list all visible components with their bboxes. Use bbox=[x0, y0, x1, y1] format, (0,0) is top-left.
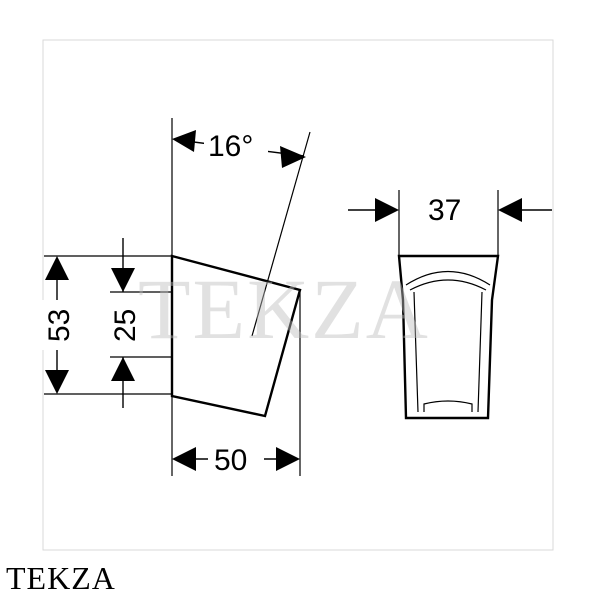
angle-arrow-right bbox=[280, 146, 306, 168]
inner-height-label-bg bbox=[108, 298, 138, 350]
inner-height-label: 25 bbox=[109, 309, 142, 342]
drawing-frame bbox=[42, 39, 554, 551]
angle-reference-line bbox=[251, 131, 311, 337]
angle-arrow-left bbox=[172, 130, 196, 152]
width-arrow-left bbox=[375, 198, 399, 222]
depth-arrow-left bbox=[172, 447, 196, 471]
height-arrow-top bbox=[45, 256, 69, 280]
inner-height-arrow-bottom bbox=[111, 357, 135, 381]
brand-label: TEKZA bbox=[6, 560, 116, 596]
front-view-bottom-opening bbox=[423, 400, 473, 412]
depth-label: 50 bbox=[214, 444, 247, 477]
front-view-inner-bore bbox=[405, 270, 491, 413]
depth-arrow-right bbox=[276, 447, 300, 471]
watermark: TEKZA bbox=[138, 261, 430, 357]
height-arrow-bottom bbox=[45, 370, 69, 394]
inner-height-arrow-top bbox=[111, 268, 135, 292]
height-label: 53 bbox=[43, 309, 76, 342]
height-label-bg bbox=[42, 300, 72, 350]
angle-label-bg bbox=[204, 126, 268, 162]
width-arrow-right bbox=[498, 198, 522, 222]
width-label: 37 bbox=[428, 194, 461, 227]
angle-label: 16° bbox=[208, 130, 253, 163]
depth-label-bg bbox=[208, 440, 264, 476]
